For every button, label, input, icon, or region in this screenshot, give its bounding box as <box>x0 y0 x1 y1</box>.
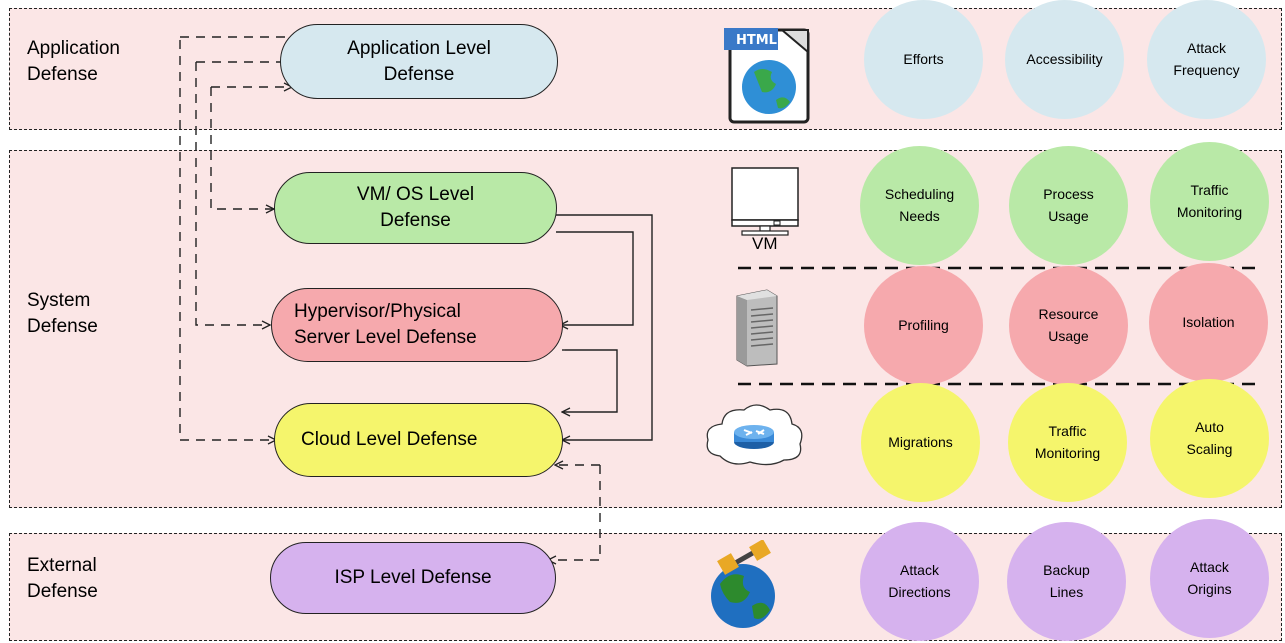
factor-scheduling-needs: Scheduling Needs <box>860 146 979 265</box>
external-defense-title: External Defense <box>27 555 98 602</box>
application-defense-title: Application Defense <box>27 38 120 85</box>
vm-label: VM <box>752 234 778 253</box>
system-defense-title: System Defense <box>27 290 98 337</box>
svg-text:HTML: HTML <box>736 33 777 48</box>
factor-profiling: Profiling <box>864 266 983 385</box>
vm-monitor-icon <box>731 167 799 236</box>
factor-efforts: Efforts <box>864 0 983 119</box>
cloud-level-defense: Cloud Level Defense <box>274 403 563 477</box>
factor-traffic-monitoring-vm: Traffic Monitoring <box>1150 142 1269 261</box>
globe-satellite-icon <box>711 540 775 628</box>
application-level-defense-label: Application Level Defense <box>347 37 491 85</box>
cloud-level-defense-label: Cloud Level Defense <box>301 429 478 451</box>
isp-level-defense: ISP Level Defense <box>270 542 556 614</box>
factor-attack-frequency: Attack Frequency <box>1147 0 1266 119</box>
isp-level-defense-label: ISP Level Defense <box>334 567 492 589</box>
factor-process-usage: Process Usage <box>1009 146 1128 265</box>
factor-attack-origins: Attack Origins <box>1150 519 1269 638</box>
vm-os-level-defense: VM/ OS Level Defense <box>274 172 557 244</box>
factor-backup-lines: Backup Lines <box>1007 522 1126 641</box>
factor-auto-scaling: Auto Scaling <box>1150 379 1269 498</box>
cloud-router-icon <box>706 404 803 466</box>
html-document-icon: HTML <box>724 28 810 124</box>
factor-accessibility: Accessibility <box>1005 0 1124 119</box>
factor-isolation: Isolation <box>1149 263 1268 382</box>
hypervisor-level-defense-label: Hypervisor/Physical Server Level Defense <box>294 301 477 348</box>
application-level-defense: Application Level Defense <box>280 24 558 99</box>
hypervisor-level-defense: Hypervisor/Physical Server Level Defense <box>271 288 563 362</box>
vm-os-level-defense-label: VM/ OS Level Defense <box>356 184 475 231</box>
factor-traffic-monitoring-cloud: Traffic Monitoring <box>1008 383 1127 502</box>
factor-attack-directions: Attack Directions <box>860 522 979 641</box>
server-tower-icon <box>736 289 778 367</box>
factor-resource-usage: Resource Usage <box>1009 266 1128 385</box>
factor-migrations: Migrations <box>861 383 980 502</box>
